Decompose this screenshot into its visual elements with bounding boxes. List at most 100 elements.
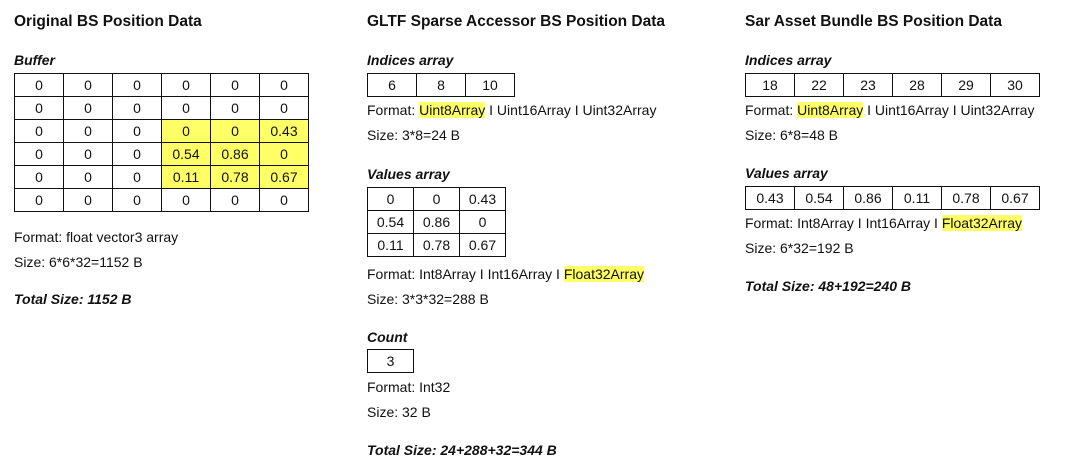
table-cell: 0.11 — [367, 233, 414, 257]
table-cell: 0 — [210, 96, 260, 120]
gltf-count-format: Format: Int32 — [367, 379, 451, 395]
table-cell: 0 — [210, 73, 260, 97]
table-cell: 0 — [14, 119, 64, 143]
sar-indices-format-prefix: Format: — [745, 102, 798, 118]
table-cell: 10 — [465, 73, 515, 97]
gltf-values-format: Format: Int8Array I Int16Array I Float32… — [367, 266, 644, 282]
table-cell: 0.78 — [941, 186, 991, 210]
table-cell: 0 — [14, 142, 64, 166]
table-cell: 0 — [161, 73, 211, 97]
table-cell: 0 — [259, 73, 309, 97]
gltf-count-size: Size: 32 B — [367, 404, 431, 420]
table-cell: 0 — [161, 188, 211, 212]
table-cell: 0.11 — [892, 186, 942, 210]
sar-indices-format: Format: Uint8Array I Uint16Array I Uint3… — [745, 102, 1034, 118]
sar-indices-label: Indices array — [745, 52, 832, 68]
table-cell: 0 — [112, 165, 162, 189]
original-size: Size: 6*6*32=1152 B — [14, 254, 143, 270]
table-cell: 0.78 — [413, 233, 460, 257]
table-cell: 0.86 — [413, 210, 460, 234]
table-cell: 0 — [63, 188, 113, 212]
table-cell: 0 — [63, 119, 113, 143]
table-cell: 0 — [161, 96, 211, 120]
gltf-indices-format-prefix: Format: — [367, 102, 420, 118]
table-cell: 0 — [14, 165, 64, 189]
gltf-values-format-highlight: Float32Array — [563, 266, 644, 282]
table-cell: 0.43 — [459, 187, 506, 211]
sar-values-format-prefix: Format: Int8Array I Int16Array I — [745, 215, 942, 231]
sar-indices-format-highlight: Uint8Array — [797, 102, 864, 118]
gltf-count-table: 3 — [367, 349, 414, 373]
table-cell: 0.67 — [259, 165, 309, 189]
table-cell: 0.11 — [161, 165, 211, 189]
table-cell: 0 — [367, 187, 414, 211]
table-cell: 23 — [843, 73, 893, 97]
table-cell: 0.54 — [161, 142, 211, 166]
table-cell: 0 — [63, 73, 113, 97]
sar-indices-size: Size: 6*8=48 B — [745, 127, 839, 143]
table-cell: 0 — [14, 96, 64, 120]
table-cell: 0 — [63, 142, 113, 166]
gltf-indices-format-suffix: I Uint16Array I Uint32Array — [485, 102, 657, 118]
table-cell: 0 — [161, 119, 211, 143]
table-cell: 28 — [892, 73, 942, 97]
original-format: Format: float vector3 array — [14, 229, 179, 245]
gltf-indices-label: Indices array — [367, 52, 454, 68]
table-cell: 0 — [210, 119, 260, 143]
gltf-values-label: Values array — [367, 166, 450, 182]
table-cell: 0 — [259, 96, 309, 120]
table-cell: 0.78 — [210, 165, 260, 189]
gltf-values-size: Size: 3*3*32=288 B — [367, 291, 489, 307]
table-cell: 0.67 — [990, 186, 1040, 210]
table-cell: 3 — [367, 349, 414, 373]
table-cell: 0 — [112, 119, 162, 143]
table-row: 3 — [367, 349, 414, 373]
sar-values-size: Size: 6*32=192 B — [745, 240, 854, 256]
table-cell: 0.43 — [259, 119, 309, 143]
gltf-count-label: Count — [367, 329, 408, 345]
table-cell: 0 — [459, 210, 506, 234]
table-cell: 0 — [63, 96, 113, 120]
sar-title: Sar Asset Bundle BS Position Data — [745, 13, 1002, 30]
table-cell: 18 — [745, 73, 795, 97]
table-cell: 29 — [941, 73, 991, 97]
table-cell: 0.67 — [459, 233, 506, 257]
table-cell: 0.86 — [843, 186, 893, 210]
table-cell: 8 — [416, 73, 466, 97]
table-cell: 0.43 — [745, 186, 795, 210]
table-cell: 0 — [413, 187, 460, 211]
gltf-indices-format: Format: Uint8Array I Uint16Array I Uint3… — [367, 102, 656, 118]
table-cell: 0 — [14, 73, 64, 97]
table-cell: 0 — [112, 142, 162, 166]
table-cell: 0.54 — [367, 210, 414, 234]
table-cell: 6 — [367, 73, 417, 97]
table-cell: 0 — [210, 188, 260, 212]
gltf-values-format-prefix: Format: Int8Array I Int16Array I — [367, 266, 564, 282]
table-cell: 0 — [112, 188, 162, 212]
table-cell: 0.54 — [794, 186, 844, 210]
gltf-title: GLTF Sparse Accessor BS Position Data — [367, 13, 666, 30]
original-total: Total Size: 1152 B — [14, 291, 132, 307]
table-cell: 0 — [14, 188, 64, 212]
table-cell: 0 — [63, 165, 113, 189]
buffer-label: Buffer — [14, 52, 55, 68]
table-cell: 0 — [259, 188, 309, 212]
table-cell: 22 — [794, 73, 844, 97]
table-cell: 0 — [112, 73, 162, 97]
original-title: Original BS Position Data — [14, 13, 202, 30]
table-cell: 0.86 — [210, 142, 260, 166]
